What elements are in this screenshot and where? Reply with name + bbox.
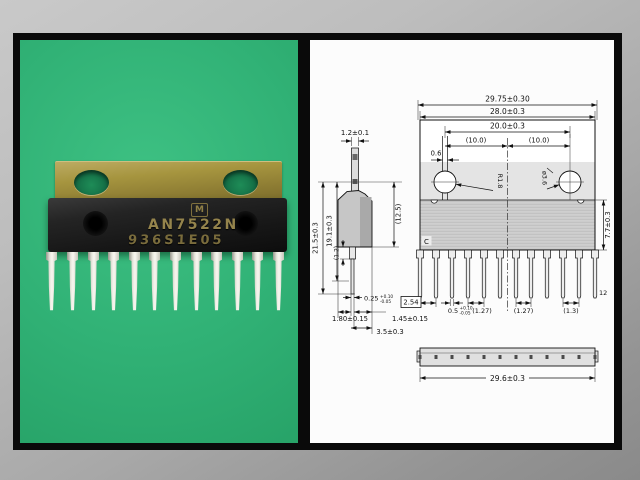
photo-panel: M AN7522N 936S1E05 bbox=[20, 40, 298, 443]
chip-body: M AN7522N 936S1E05 bbox=[48, 198, 287, 252]
dim-lead-thickness-tol-lower: -0.05 bbox=[380, 299, 391, 305]
chip-pin bbox=[108, 252, 119, 311]
chip-pin bbox=[211, 252, 222, 311]
dim-lead-thickness: 0.25 bbox=[364, 295, 378, 303]
top-view-pin-marks bbox=[418, 355, 597, 359]
mold-dimple-left bbox=[83, 211, 108, 236]
panasonic-logo-icon: M bbox=[191, 203, 208, 217]
dim-pin-pitch-boxed: 2.54 bbox=[403, 299, 418, 307]
chip-part-number: AN7522N bbox=[148, 217, 239, 233]
dimension-drawing: 29.75±0.30 28.0±0.3 20.0±0.3 (10.0) (10.… bbox=[312, 95, 613, 384]
side-view: 1.2±0.1 21.5±0.3 19.1±0.3 (12.5) (1.2) bbox=[312, 129, 428, 336]
dim-slot-width: 0.6 bbox=[431, 150, 442, 158]
dim-hole-radius: R1.8 bbox=[496, 174, 504, 189]
dim-lead-thickness-tol-upper: +0.10 bbox=[380, 294, 393, 300]
dim-pitch-a: (1.27) bbox=[472, 307, 492, 315]
chip-marking-line2: 936S1E05 bbox=[127, 233, 225, 248]
chip-pin bbox=[232, 252, 243, 311]
dim-shoulder-step: (1.2) bbox=[334, 246, 341, 260]
chip-pin bbox=[273, 252, 284, 311]
dim-body-depth: (12.5) bbox=[395, 203, 403, 224]
chip-pin bbox=[88, 252, 99, 311]
dim-overall-length: 29.6±0.3 bbox=[490, 374, 525, 383]
dim-hole-offset-right: (10.0) bbox=[529, 137, 550, 145]
mounting-hole-left bbox=[74, 170, 109, 195]
dim-offset-a: 1.80±0.15 bbox=[332, 315, 368, 323]
mounting-hole-right bbox=[223, 170, 258, 195]
dim-pitch-c: (1.3) bbox=[563, 307, 578, 315]
pin-12-label: 12 bbox=[599, 289, 607, 297]
dim-overall-width: 29.75±0.30 bbox=[485, 95, 530, 104]
drawing-panel: 29.75±0.30 28.0±0.3 20.0±0.3 (10.0) (10.… bbox=[310, 40, 614, 443]
dim-overall-height: 21.5±0.3 bbox=[312, 222, 320, 254]
dim-pin-width-tol-lower: -0.05 bbox=[460, 311, 471, 317]
chip-pin bbox=[149, 252, 160, 311]
chip-pin bbox=[67, 252, 78, 311]
chip-pin bbox=[46, 252, 57, 311]
dim-pin-width-tol-upper: +0.10 bbox=[460, 306, 473, 312]
chip-pin bbox=[191, 252, 202, 311]
front-view: 29.75±0.30 28.0±0.3 20.0±0.3 (10.0) (10.… bbox=[400, 95, 612, 317]
dim-tab-thickness: 1.2±0.1 bbox=[341, 129, 369, 137]
dim-pitch-b: (1.27) bbox=[514, 307, 534, 315]
dim-offset-c: 3.5±0.3 bbox=[376, 328, 403, 336]
chip-pin bbox=[129, 252, 140, 311]
dim-body-height: 7.7±0.3 bbox=[604, 211, 612, 238]
dim-hole-span: 20.0±0.3 bbox=[490, 122, 525, 131]
chip-pin bbox=[170, 252, 181, 311]
chip-pin bbox=[252, 252, 263, 311]
dim-hole-offset-left: (10.0) bbox=[466, 137, 487, 145]
dim-pin-width: 0.5 bbox=[448, 307, 458, 315]
dim-hole-diameter: ø3.6 bbox=[541, 171, 549, 185]
heatsink-tab bbox=[55, 161, 282, 205]
dim-offset-b: 1.45±0.15 bbox=[392, 315, 428, 323]
dim-tab-width: 28.0±0.3 bbox=[490, 107, 525, 116]
top-view: 29.6±0.3 bbox=[416, 347, 599, 383]
mold-dimple-right bbox=[233, 211, 258, 236]
body-mark-c: C bbox=[424, 238, 429, 246]
dim-shoulder-height: 19.1±0.3 bbox=[326, 215, 334, 247]
